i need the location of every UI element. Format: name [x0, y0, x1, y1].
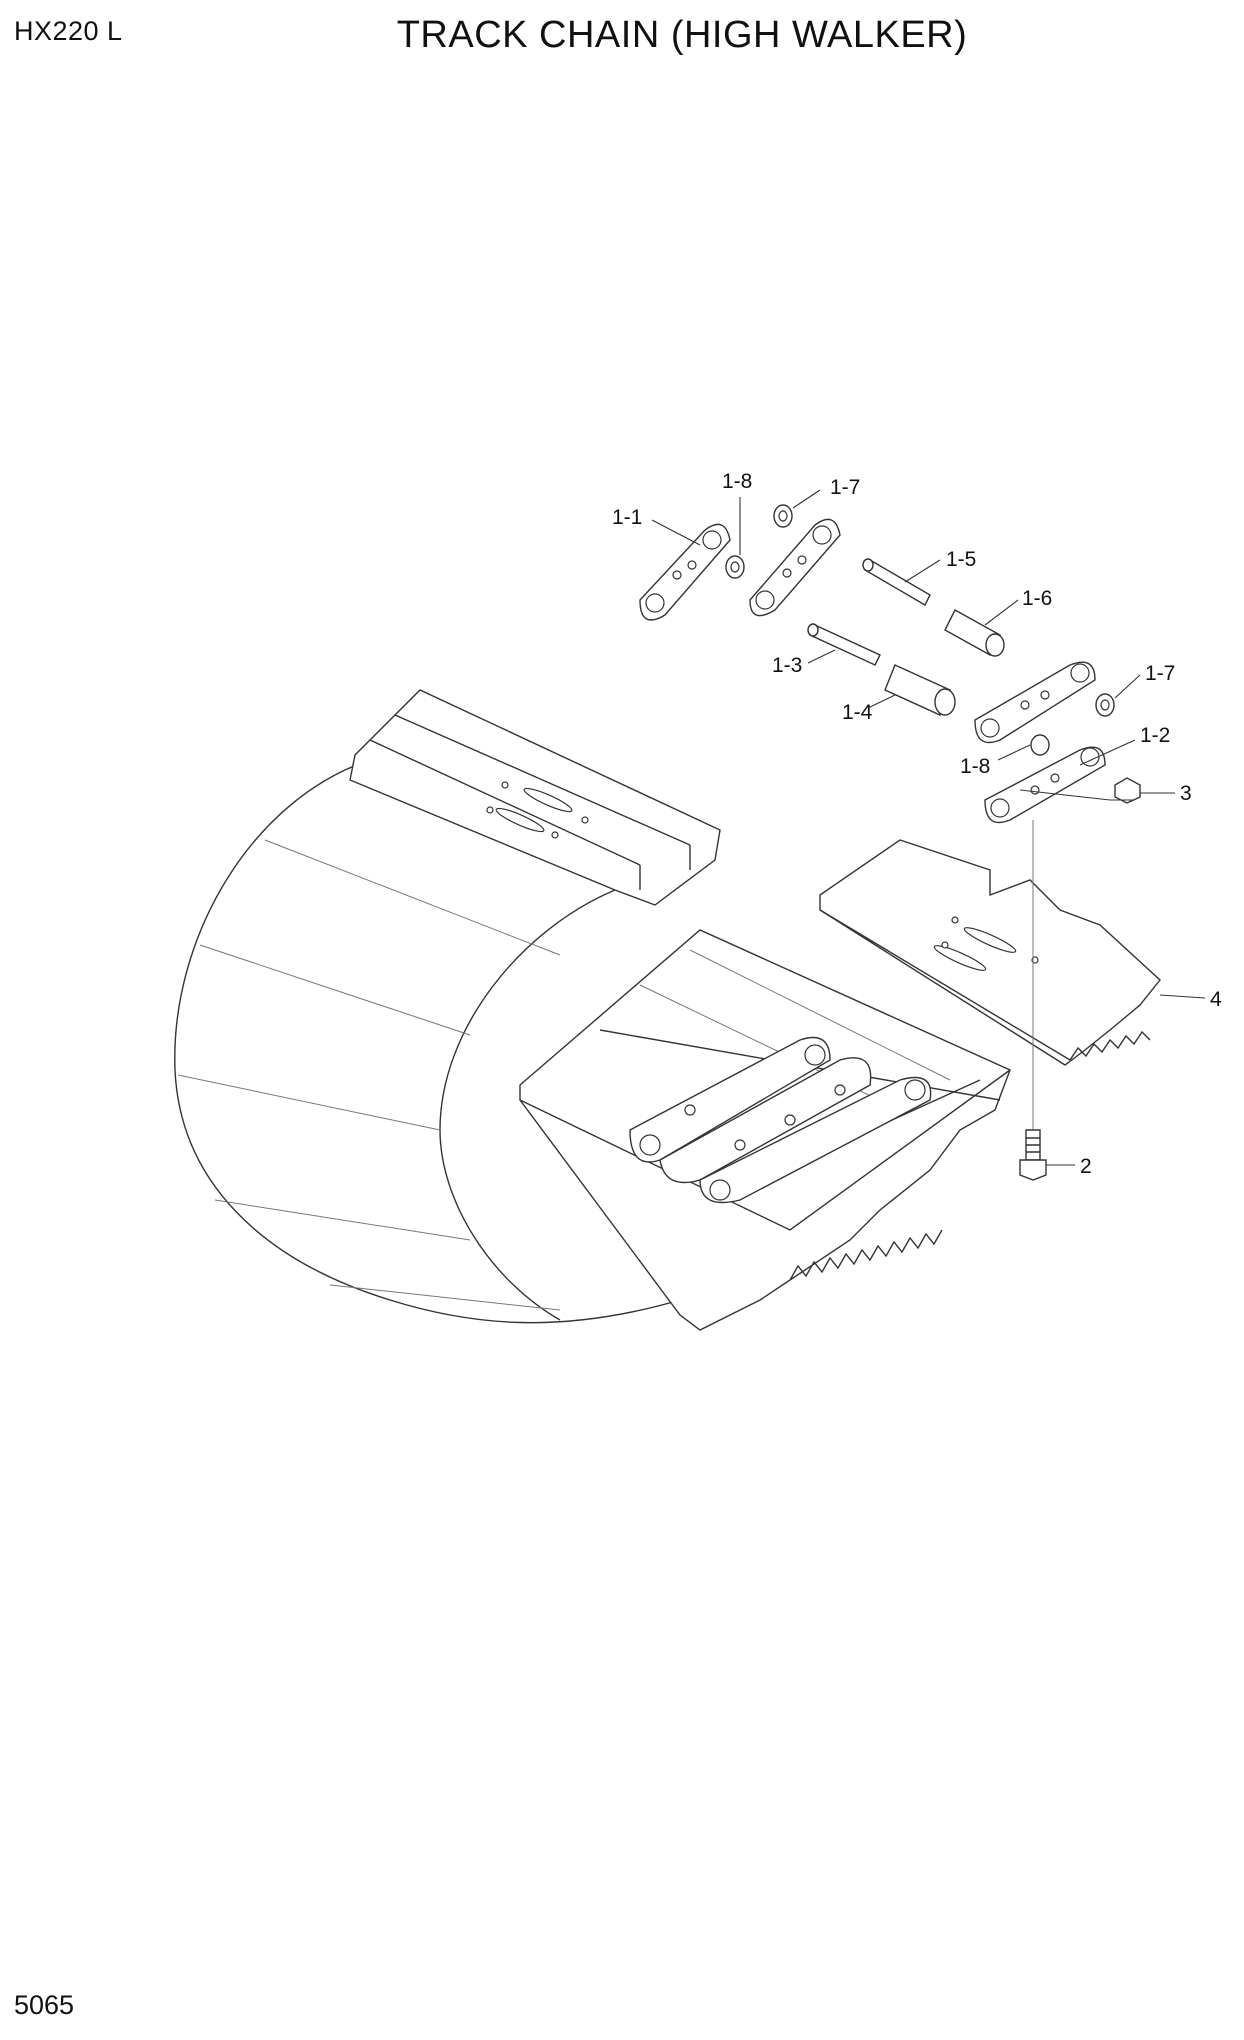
nut-3	[1114, 777, 1141, 804]
callout-1-3: 1-3	[772, 654, 802, 677]
link-1-1-pair	[749, 518, 841, 617]
callout-1-1: 1-1	[612, 506, 642, 529]
link-1-2-upper	[974, 661, 1096, 744]
callout-3: 3	[1180, 782, 1192, 805]
bushing-1-4	[884, 664, 956, 716]
model-label: HX220 L	[14, 16, 123, 46]
callout-1-7-lower: 1-7	[1145, 662, 1175, 685]
track-belt-assembly	[174, 689, 1011, 1331]
callout-1-5: 1-5	[946, 548, 976, 571]
callout-4: 4	[1210, 988, 1222, 1011]
page-number: 5065	[14, 1990, 75, 2020]
callout-1-6: 1-6	[1022, 587, 1052, 610]
bolt-2	[1019, 1129, 1047, 1181]
callout-2: 2	[1080, 1155, 1092, 1178]
assembled-chain	[629, 1036, 932, 1204]
link-1-1	[639, 523, 731, 621]
shoe-4	[819, 839, 1161, 1066]
callout-1-4: 1-4	[842, 701, 873, 724]
callout-1-2: 1-2	[1140, 724, 1170, 747]
page-title: TRACK CHAIN (HIGH WALKER)	[396, 14, 968, 56]
callout-1-7-upper: 1-7	[830, 476, 860, 499]
pin-1-5	[862, 558, 931, 606]
leader-lines	[651, 489, 1206, 1166]
link-1-2	[984, 746, 1106, 824]
bushing-1-6	[944, 609, 1005, 657]
callout-1-8-lower: 1-8	[960, 755, 990, 778]
pin-1-3	[807, 623, 881, 666]
callout-1-8-upper: 1-8	[722, 470, 752, 493]
seal-1-8-lower	[1030, 734, 1050, 756]
